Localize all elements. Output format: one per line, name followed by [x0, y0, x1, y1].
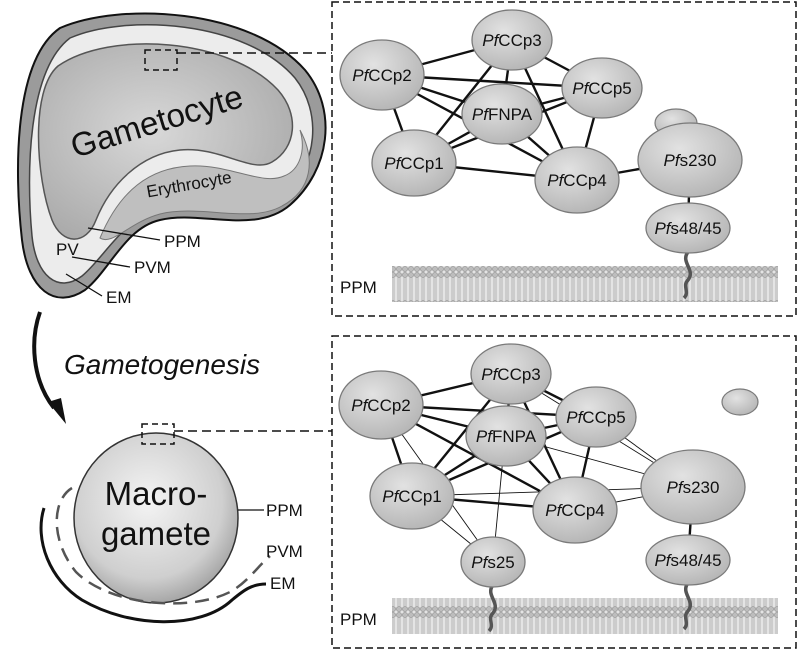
bottom-node-label-ccp5: PfCCp5: [566, 408, 626, 427]
top-node-label-ccp5: PfCCp5: [572, 79, 632, 98]
top-membrane-label: PPM: [340, 278, 377, 297]
pvm-leader: [71, 256, 131, 268]
bottom-node-ccp4: PfCCp4: [532, 476, 618, 544]
top-node-fnpa: PfFNPA: [461, 83, 543, 145]
gametogenesis-transition: Gametogenesis: [32, 311, 260, 424]
bottom-node-ccp2: PfCCp2: [338, 370, 424, 440]
bottom-node-label-s230: Pfs230: [667, 478, 720, 497]
macrogamete-label-line1: Macro-: [105, 475, 208, 512]
top-node-s230: Pfs230: [637, 122, 743, 198]
em-label-bottom: EM: [270, 574, 296, 593]
bottom-membrane: [392, 598, 778, 634]
top-s4845-gpi-anchor: [682, 250, 692, 300]
bottom-node-label-ccp2: PfCCp2: [351, 396, 411, 415]
pvm-dashed: [55, 486, 271, 605]
ppm-label: PPM: [164, 232, 201, 251]
bottom-node-label-ccp3: PfCCp3: [481, 365, 541, 384]
top-node-shape-ccp4: [534, 146, 620, 214]
bottom-node-fnpa: PfFNPA: [465, 405, 547, 467]
bottom-node-label-ccp1: PfCCp1: [382, 487, 442, 506]
top-node-shape-fnpa: [461, 83, 543, 145]
gametocyte-illustration: Gametocyte Erythrocyte PV PPM PVM EM: [17, 12, 332, 307]
bottom-node-s25: Pfs25: [460, 536, 526, 588]
ppm-leader: [87, 227, 161, 241]
top-membrane: [392, 266, 778, 302]
bottom-node-ccp5: PfCCp5: [555, 386, 637, 448]
gametocyte-body: [37, 43, 294, 240]
bottom-node-shape-ccp4: [532, 476, 618, 544]
pvm-label: PVM: [134, 258, 171, 277]
bottom-nodes: PfCCp3PfCCp2PfCCp5PfFNPAPfCCp1PfCCp4Pfs2…: [338, 343, 746, 588]
bottom-node-label-s25: Pfs25: [471, 553, 514, 572]
bottom-node-label-ccp4: PfCCp4: [545, 501, 605, 520]
bottom-node-shape-s4845: [645, 534, 731, 586]
top-node-ccp1: PfCCp1: [371, 129, 457, 197]
top-node-label-ccp4: PfCCp4: [547, 171, 607, 190]
bottom-node-label-s4845: Pfs48/45: [654, 551, 721, 570]
bottom-node-shape-fnpa: [465, 405, 547, 467]
top-node-shape-ccp5: [561, 57, 643, 119]
em-label: EM: [106, 288, 132, 307]
gametogenesis-label: Gametogenesis: [64, 349, 260, 380]
bottom-node-label-fnpa: PfFNPA: [476, 427, 537, 446]
pv-label: PV: [56, 240, 79, 259]
bottom-node-shape-ccp3: [470, 343, 552, 405]
top-node-ccp3: PfCCp3: [471, 9, 553, 71]
bottom-node-shape-ccp1: [369, 462, 455, 530]
top-panel-frame: [331, 1, 797, 317]
bottom-node-shape-ccp2: [338, 370, 424, 440]
top-node-label-s230: Pfs230: [664, 151, 717, 170]
bottom-panel-frame: [331, 335, 797, 649]
curved-arrow: [32, 311, 56, 410]
bottom-s4845-gpi-anchor: [682, 581, 692, 631]
top-node-label-s4845: Pfs48/45: [654, 219, 721, 238]
top-node-ccp5: PfCCp5: [561, 57, 643, 119]
bottom-node-s230: Pfs230: [640, 449, 746, 525]
top-node-label-ccp2: PfCCp2: [352, 66, 412, 85]
zoom-box-bottom: [141, 423, 175, 445]
bottom-node-s4845: Pfs48/45: [645, 534, 731, 586]
macrogamete-label-line2: gamete: [101, 515, 211, 552]
top-node-shape-ccp3: [471, 9, 553, 71]
macrogamete-illustration: Macro- gamete PPM PVM EM: [39, 423, 332, 624]
arrow-head: [48, 398, 66, 424]
bottom-node-shape-s25: [460, 536, 526, 588]
bottom-membrane-label: PPM: [340, 610, 377, 629]
pvm-label-bottom: PVM: [266, 542, 303, 561]
top-node-shape-ccp1: [371, 129, 457, 197]
top-node-ccp2: PfCCp2: [339, 39, 425, 111]
bottom-node-ccp1: PfCCp1: [369, 462, 455, 530]
bottom-s25-gpi-anchor: [487, 583, 497, 633]
top-node-shape-ccp2: [339, 39, 425, 111]
top-node-shape-s230: [637, 122, 743, 198]
top-node-ccp4: PfCCp4: [534, 146, 620, 214]
top-node-shape-s4845: [645, 202, 731, 254]
bottom-node-shape-s230: [640, 449, 746, 525]
zoom-box-top: [144, 49, 178, 71]
top-node-label-ccp3: PfCCp3: [482, 31, 542, 50]
bottom-node-ccp3: PfCCp3: [470, 343, 552, 405]
released-protein-blob: [721, 388, 759, 416]
top-node-label-fnpa: PfFNPA: [472, 105, 533, 124]
erythrocyte-cytoplasm: [99, 129, 310, 241]
em-leader: [65, 273, 103, 297]
bottom-node-shape-ccp5: [555, 386, 637, 448]
top-node-label-ccp1: PfCCp1: [384, 154, 444, 173]
ppm-label-bottom: PPM: [266, 501, 303, 520]
em-solid: [39, 507, 267, 624]
top-node-s4845: Pfs48/45: [645, 202, 731, 254]
